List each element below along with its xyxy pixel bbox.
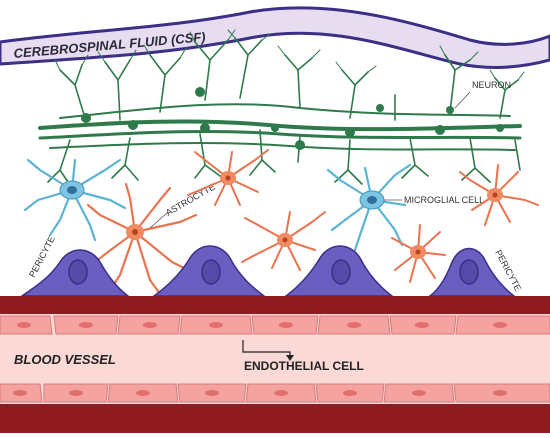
endothelial-label: ENDOTHELIAL CELL bbox=[244, 359, 364, 373]
csf-band: CEREBROSPINAL FLUID (CSF) bbox=[0, 6, 550, 69]
astrocyte-far-right bbox=[459, 164, 539, 226]
endothelial-row-bottom bbox=[0, 383, 550, 403]
csf-fill bbox=[0, 6, 550, 69]
vessel-wall-top bbox=[0, 296, 550, 314]
microglial-cell-left bbox=[23, 158, 127, 242]
microglial-cell-right bbox=[326, 163, 412, 252]
neuron-label: NEURON bbox=[472, 80, 511, 90]
pericytes bbox=[19, 245, 517, 297]
astrocyte-middle bbox=[241, 211, 326, 271]
microglial-label: MICROGLIAL CELL bbox=[404, 195, 484, 205]
astrocyte-top bbox=[187, 149, 269, 206]
vessel-wall-bottom bbox=[0, 404, 550, 433]
blood-vessel-label: BLOOD VESSEL bbox=[14, 352, 116, 367]
endothelial-row-top bbox=[0, 315, 550, 335]
blood-vessel: BLOOD VESSEL ENDOTHELIAL CELL bbox=[0, 296, 550, 433]
microglial-cells: MICROGLIAL CELL bbox=[23, 158, 484, 252]
neuron-network: NEURON bbox=[38, 29, 525, 186]
astrocyte-right-low bbox=[391, 224, 446, 283]
